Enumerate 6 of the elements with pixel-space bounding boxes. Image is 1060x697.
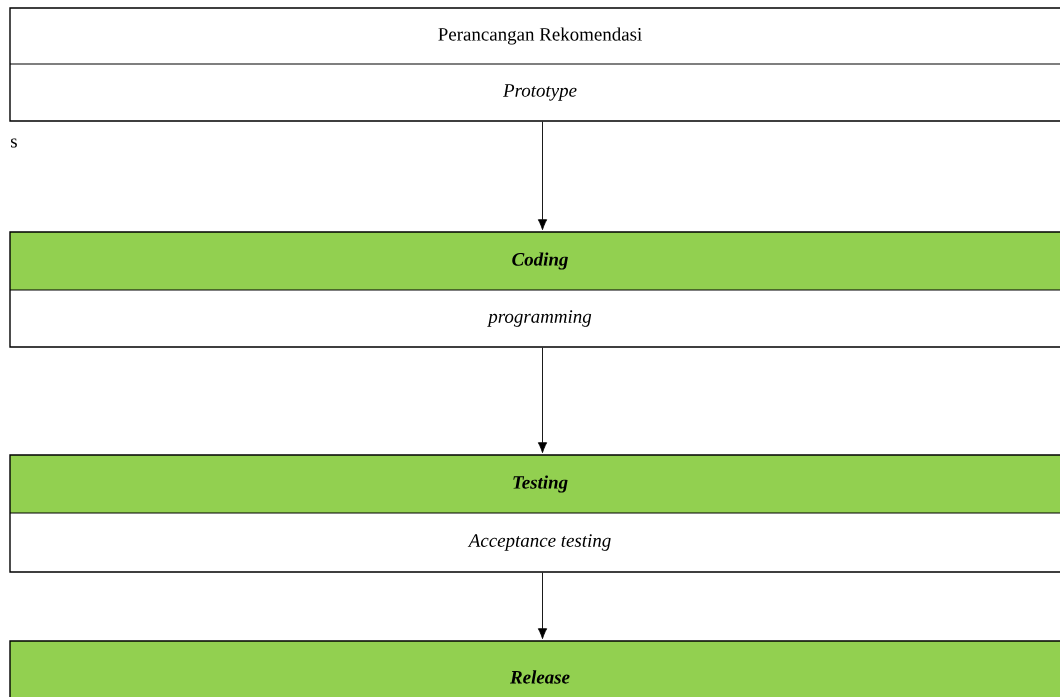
arrow	[537, 572, 548, 640]
process-box: Release	[9, 640, 1060, 697]
process-box: Testing Acceptance testing	[9, 454, 1060, 573]
process-box: Coding programming	[9, 231, 1060, 348]
arrow	[537, 347, 548, 454]
arrow	[537, 121, 548, 231]
